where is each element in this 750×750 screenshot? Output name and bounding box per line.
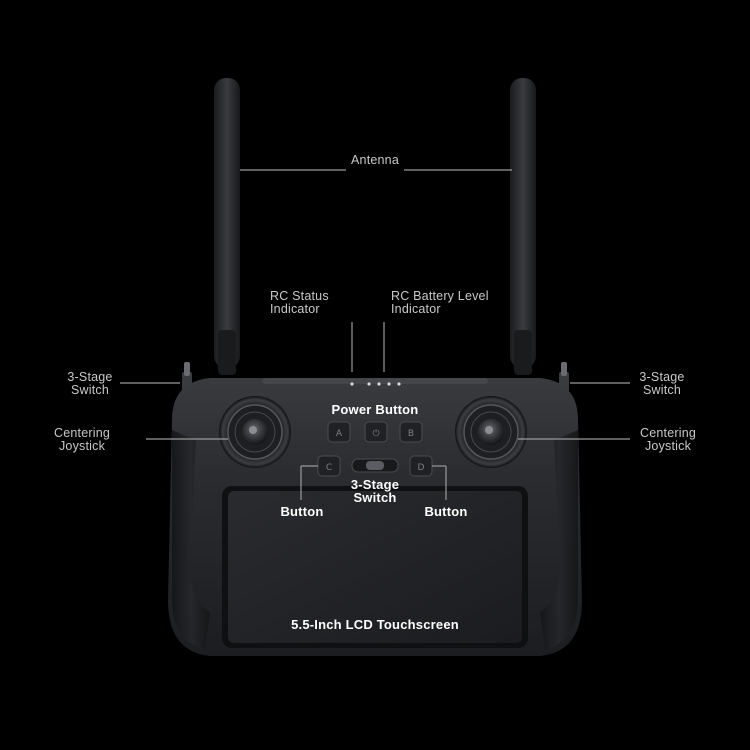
button-a: A [327, 421, 351, 443]
leader-lines [120, 169, 630, 500]
right-antenna [510, 78, 536, 375]
svg-text:C: C [326, 463, 332, 473]
left-antenna [214, 78, 240, 375]
left-3-stage-switch-label: 3-Stage Switch [67, 370, 113, 397]
button-c: C [317, 455, 341, 477]
svg-text:B: B [408, 429, 414, 439]
svg-text:A: A [336, 429, 343, 439]
battery-led-1 [367, 382, 371, 386]
rc-status-indicator-label: RC Status Indicator [270, 289, 329, 316]
lcd-touchscreen-label: 5.5-Inch LCD Touchscreen [291, 617, 459, 632]
left-button-label: Button [280, 504, 324, 519]
battery-led-4 [397, 382, 401, 386]
left-joystick [219, 396, 291, 468]
right-3-stage-switch-label: 3-Stage Switch [639, 370, 685, 397]
power-button: ⏻ [364, 421, 388, 443]
button-b: B [399, 421, 423, 443]
rc-battery-level-indicator-label: RC Battery Level Indicator [391, 289, 489, 316]
battery-led-2 [377, 382, 381, 386]
lcd-touchscreen [222, 486, 528, 648]
right-joystick [455, 396, 527, 468]
right-centering-joystick-label: Centering Joystick [640, 426, 696, 453]
svg-text:⏻: ⏻ [372, 428, 379, 439]
antenna-label: Antenna [351, 153, 399, 167]
rc-status-led [350, 382, 354, 386]
center-3-stage-switch [351, 458, 399, 473]
power-button-label: Power Button [331, 402, 419, 417]
battery-led-3 [387, 382, 391, 386]
button-d: D [409, 455, 433, 477]
svg-text:D: D [418, 463, 425, 473]
right-button-label: Button [424, 504, 468, 519]
center-3-stage-switch-label: 3-Stage Switch [350, 477, 400, 505]
left-centering-joystick-label: Centering Joystick [54, 426, 110, 453]
